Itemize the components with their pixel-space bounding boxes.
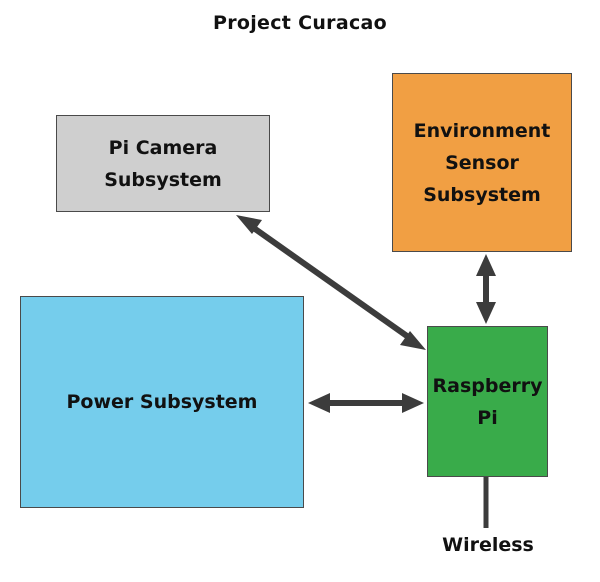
power-label: Power Subsystem — [66, 391, 258, 413]
environment-pi-arrow — [476, 254, 496, 324]
pi-camera-subsystem-box: Pi Camera Subsystem — [56, 115, 270, 212]
power-pi-arrow — [308, 393, 424, 413]
raspberry-pi-label-line1: Raspberry — [432, 374, 543, 397]
environment-label-line1: Environment — [413, 119, 551, 142]
diagram-title: Project Curacao — [212, 12, 387, 34]
camera-label-line1: Pi Camera — [108, 136, 218, 159]
raspberry-pi-box: Raspberry Pi — [427, 326, 548, 477]
environment-sensor-subsystem-box: Environment Sensor Subsystem — [392, 73, 572, 252]
environment-label-line3: Subsystem — [423, 183, 541, 206]
camera-label-line2: Subsystem — [104, 168, 222, 191]
raspberry-pi-label-line2: Pi — [477, 406, 498, 429]
power-subsystem-box: Power Subsystem — [20, 296, 304, 508]
wireless-label: Wireless — [442, 534, 534, 556]
environment-label-line2: Sensor — [445, 151, 519, 174]
